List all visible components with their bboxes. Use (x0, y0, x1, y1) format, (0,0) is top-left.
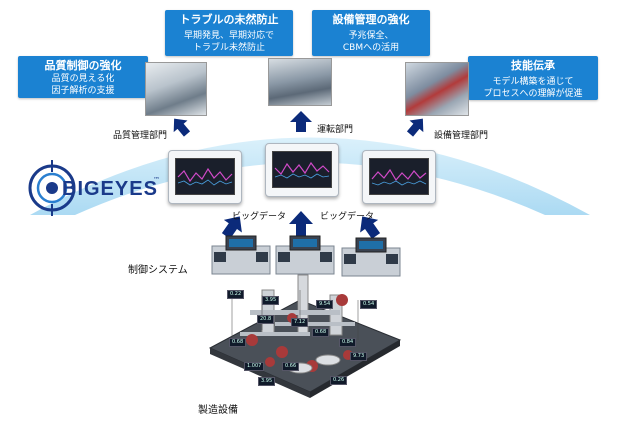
arrow-up-right-icon (406, 118, 424, 137)
bigdata-label-left: ビッグデータ (232, 212, 287, 222)
photo-control-room (268, 58, 332, 106)
logo-text: BIGEYES (62, 178, 158, 200)
dept-label-operations: 運転部門 (317, 125, 354, 135)
benefit-title: 品質制御の強化 (44, 59, 122, 72)
console-right (341, 237, 401, 277)
photo-quality-lab (145, 62, 207, 116)
benefit-trouble-prevention: トラブルの未然防止 早期発見、早期対応で トラブル未然防止 (165, 10, 293, 56)
benefit-equipment-management: 設備管理の強化 予兆保全、 CBMへの活用 (312, 10, 430, 56)
monitor-equipment (362, 150, 436, 204)
benefit-line: 早期発見、早期対応で (183, 31, 274, 41)
trend-chart-icon (177, 167, 233, 186)
benefit-title: 設備管理の強化 (332, 13, 410, 26)
arrow-up-right-icon (221, 216, 242, 239)
plant-value-tag: 0.68 (312, 328, 330, 337)
plant-value-tag: 9.73 (350, 352, 368, 361)
plant-value-tag: 0.54 (360, 300, 378, 309)
plant-value-tag: 3.95 (258, 377, 276, 386)
benefit-line: 予兆保全、 (348, 31, 394, 41)
benefit-line: CBMへの活用 (342, 43, 400, 53)
logo-eye-icon (28, 160, 76, 216)
dept-label-equipment: 設備管理部門 (434, 131, 489, 141)
monitor-quality (168, 150, 242, 204)
trend-chart-icon (274, 161, 330, 179)
benefit-line: 因子解析の支援 (51, 86, 115, 96)
manufacturing-label: 製造設備 (198, 405, 238, 416)
benefit-title: トラブルの未然防止 (179, 13, 279, 26)
monitor-operations (265, 143, 339, 197)
benefit-line: モデル構築を通じて (492, 77, 574, 87)
plant-value-tag: 20.8 (257, 315, 275, 324)
bigdata-label-right: ビッグデータ (320, 212, 375, 222)
console-center (275, 235, 335, 275)
benefit-quality-control: 品質制御の強化 品質の見える化 因子解析の支援 (18, 56, 148, 98)
plant-value-tag: 1.007 (244, 362, 265, 371)
plant-value-tag: 0.84 (339, 338, 357, 347)
arrow-up-left-icon (173, 118, 191, 137)
benefit-line: 品質の見える化 (51, 74, 115, 84)
console-left (211, 235, 271, 275)
plant-value-tag: 9.54 (316, 300, 334, 309)
dept-label-quality: 品質管理部門 (113, 131, 168, 141)
plant-value-tag: 0.26 (330, 376, 348, 385)
arrow-up-left-icon (360, 216, 381, 239)
plant-value-tag: 0.22 (227, 290, 245, 299)
plant-value-tag: 7.12 (291, 318, 309, 327)
plant-value-tag: 3.95 (262, 296, 280, 305)
benefit-line: トラブル未然防止 (192, 43, 265, 53)
benefit-title: 技能伝承 (511, 59, 555, 72)
photo-maintenance (405, 62, 469, 116)
arrow-up-icon (290, 111, 312, 132)
trend-chart-icon (371, 168, 427, 186)
plant-value-tag: 0.68 (229, 338, 247, 347)
logo-tm: ™ (153, 176, 160, 184)
arrow-up-icon (289, 211, 313, 236)
benefit-skill-transfer: 技能伝承 モデル構築を通じて プロセスへの理解が促進 (468, 56, 598, 100)
control-system-label: 制御システム (128, 265, 188, 276)
bigeyes-logo: BIGEYES ™ (22, 158, 162, 218)
benefit-line: プロセスへの理解が促進 (483, 89, 583, 99)
plant-value-tag: 0.66 (282, 362, 300, 371)
